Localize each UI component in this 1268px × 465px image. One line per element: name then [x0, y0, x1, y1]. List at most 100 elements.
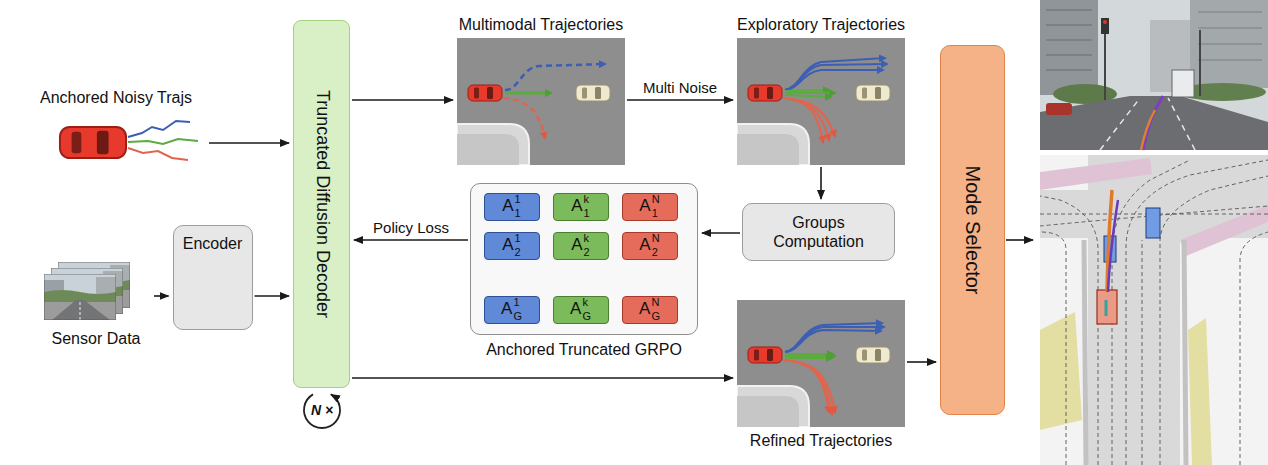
camera-view: [1040, 96, 1268, 150]
refined-scene: [783, 360, 832, 414]
node-label: Mode Selector: [961, 166, 985, 295]
exploratory-scene: [783, 98, 835, 136]
index-stack: k2: [584, 232, 590, 258]
exploratory-scene: [783, 98, 829, 140]
text-holder: Sensor Data: [40, 329, 152, 348]
variable-letter: A: [639, 235, 650, 255]
cell-content: A12: [485, 233, 539, 259]
subscript-index: 2: [515, 246, 521, 259]
cell-content: A11: [485, 194, 539, 220]
advantage-cell: ANG: [622, 296, 678, 324]
superscript-index: N: [651, 296, 660, 309]
input-car-figure: [60, 127, 126, 158]
bev-map: [1126, 160, 1268, 465]
node-label: Truncated Diffusion Decoder: [311, 90, 333, 318]
refined-scene: [785, 330, 881, 352]
cell-content: Ak1: [554, 194, 608, 220]
connector-arrow: [627, 99, 733, 101]
subscript-index: 1: [652, 207, 660, 220]
superscript-index: k: [582, 296, 591, 309]
variable-letter: A: [571, 196, 582, 216]
edge-label-holder: Multi Noise: [640, 79, 720, 97]
bev-map: [1142, 240, 1143, 465]
sensor-images: [44, 274, 116, 320]
cell-content: AkG: [554, 297, 608, 323]
exploratory-scene: [785, 90, 829, 91]
bev-map: [1040, 155, 1268, 465]
advantage-cell: Ak2: [553, 232, 609, 260]
bev-map: [1105, 300, 1108, 316]
input-trajectories: Anchored Noisy Trajs: [25, 86, 207, 166]
index-stack: N1: [652, 193, 660, 219]
connector-arrow: [352, 377, 733, 379]
variable-letter: A: [570, 299, 581, 319]
refined-scene: [783, 360, 829, 412]
trajectory-panel: Multimodal Trajectories: [457, 38, 625, 165]
iteration-loop: [304, 394, 340, 428]
multimodal-scene: [457, 38, 625, 165]
camera-view: [1198, 12, 1262, 60]
grpo-panel: Anchored Truncated GRPOA11Ak1AN1A12Ak2AN…: [470, 183, 698, 335]
text-holder: Multimodal Trajectories: [459, 15, 624, 34]
compute-box: Groups Computation: [742, 203, 895, 261]
advantage-cell: A11: [484, 193, 540, 221]
variable-letter: A: [571, 235, 582, 255]
index-stack: 12: [515, 232, 521, 258]
bev-map: [1040, 155, 1268, 465]
input-car-figure: [128, 121, 190, 137]
text-holder: Anchored Noisy Trajs: [25, 88, 207, 107]
superscript-index: 1: [513, 296, 522, 309]
index-stack: NG: [651, 296, 660, 322]
exploratory-scene: [785, 70, 883, 90]
exploratory-scene: [737, 38, 905, 165]
connector-arrow: [255, 295, 290, 297]
camera-view: [1172, 70, 1194, 97]
connector-arrow: [907, 361, 936, 363]
exploratory-scene: [785, 95, 831, 97]
node-label: Sensor Data: [52, 329, 141, 348]
bev-map: [1240, 232, 1268, 465]
input-car-figure: [60, 121, 198, 160]
variable-letter: A: [502, 235, 513, 255]
connector-arrow: [352, 99, 453, 101]
multimodal-scene: [505, 92, 551, 95]
advantage-cell: A1G: [484, 296, 540, 324]
camera-view: [1040, 0, 1268, 150]
camera-view: [1101, 18, 1109, 34]
multimodal-scene: [505, 64, 605, 90]
label-holder: N ×: [311, 401, 333, 419]
cell-content: A1G: [485, 297, 539, 323]
superscript-index: 1: [515, 193, 521, 206]
refined-scene: [737, 300, 905, 427]
bev-map: [1040, 232, 1066, 465]
exploratory-scene: [785, 64, 887, 90]
exploratory-scene: [783, 98, 823, 142]
refined-scene: [783, 360, 835, 412]
camera-view: [1105, 22, 1200, 100]
output-arrow: [1006, 240, 1033, 241]
exploratory-scene: [785, 58, 885, 90]
variable-letter: A: [502, 196, 513, 216]
camera-view: [1103, 20, 1107, 24]
decoder-box: Truncated Diffusion Decoder: [293, 20, 350, 388]
advantage-cell: Ak1: [553, 193, 609, 221]
bev-map: [1097, 290, 1117, 324]
superscript-index: N: [652, 232, 660, 245]
bev-map: [1160, 176, 1268, 465]
variable-letter: A: [639, 299, 650, 319]
input-car-figure: [128, 148, 188, 160]
node-label: Encoder: [183, 234, 243, 253]
camera-view: [1046, 10, 1092, 70]
subscript-index: G: [651, 310, 660, 323]
cell-content: ANG: [623, 297, 677, 323]
edge-label-holder: Policy Loss: [370, 219, 452, 237]
sensor-images: [44, 262, 130, 320]
bev-map: [1108, 200, 1118, 292]
output-arrow: [1006, 239, 1033, 241]
bev-map: [1040, 160, 1268, 465]
sensor-input: Sensor Data: [40, 258, 152, 350]
bev-map: [1146, 208, 1160, 238]
bev-map: [1188, 318, 1212, 465]
bev-map: [1040, 196, 1098, 465]
